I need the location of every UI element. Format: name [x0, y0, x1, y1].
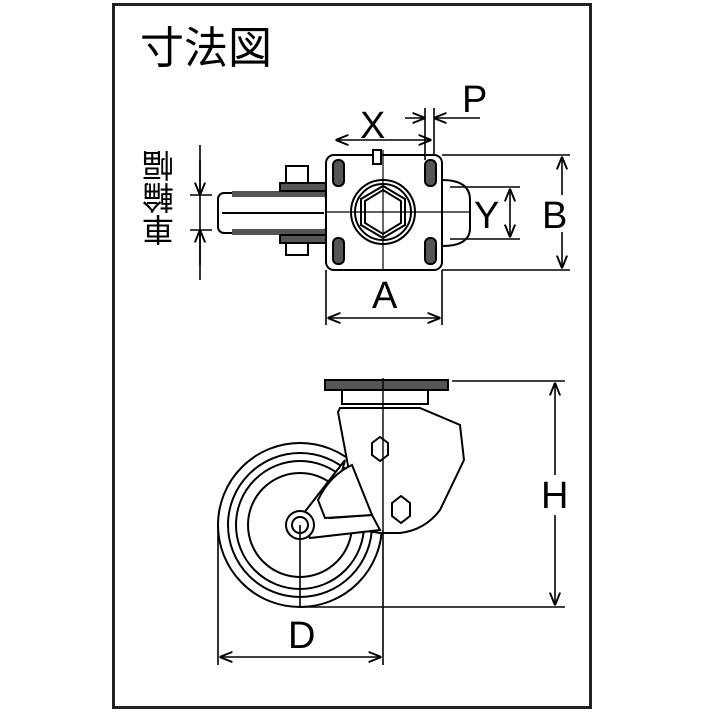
dim-label-b: B [542, 195, 567, 237]
diagram-title: 寸法図 [140, 23, 272, 74]
dim-label-y: Y [474, 195, 499, 237]
dim-label-h: H [541, 475, 568, 517]
side-view [217, 378, 466, 608]
dim-label-a: A [372, 275, 398, 317]
top-view [217, 149, 471, 271]
dim-label-p: P [462, 79, 487, 121]
diagram-frame [112, 3, 592, 709]
side-view-dimensions [217, 380, 565, 665]
dim-label-d: D [288, 615, 315, 657]
top-view-dimensions [190, 108, 570, 325]
wheel-width-label: 車輪幅 [141, 150, 179, 246]
dim-label-x: X [360, 105, 385, 147]
